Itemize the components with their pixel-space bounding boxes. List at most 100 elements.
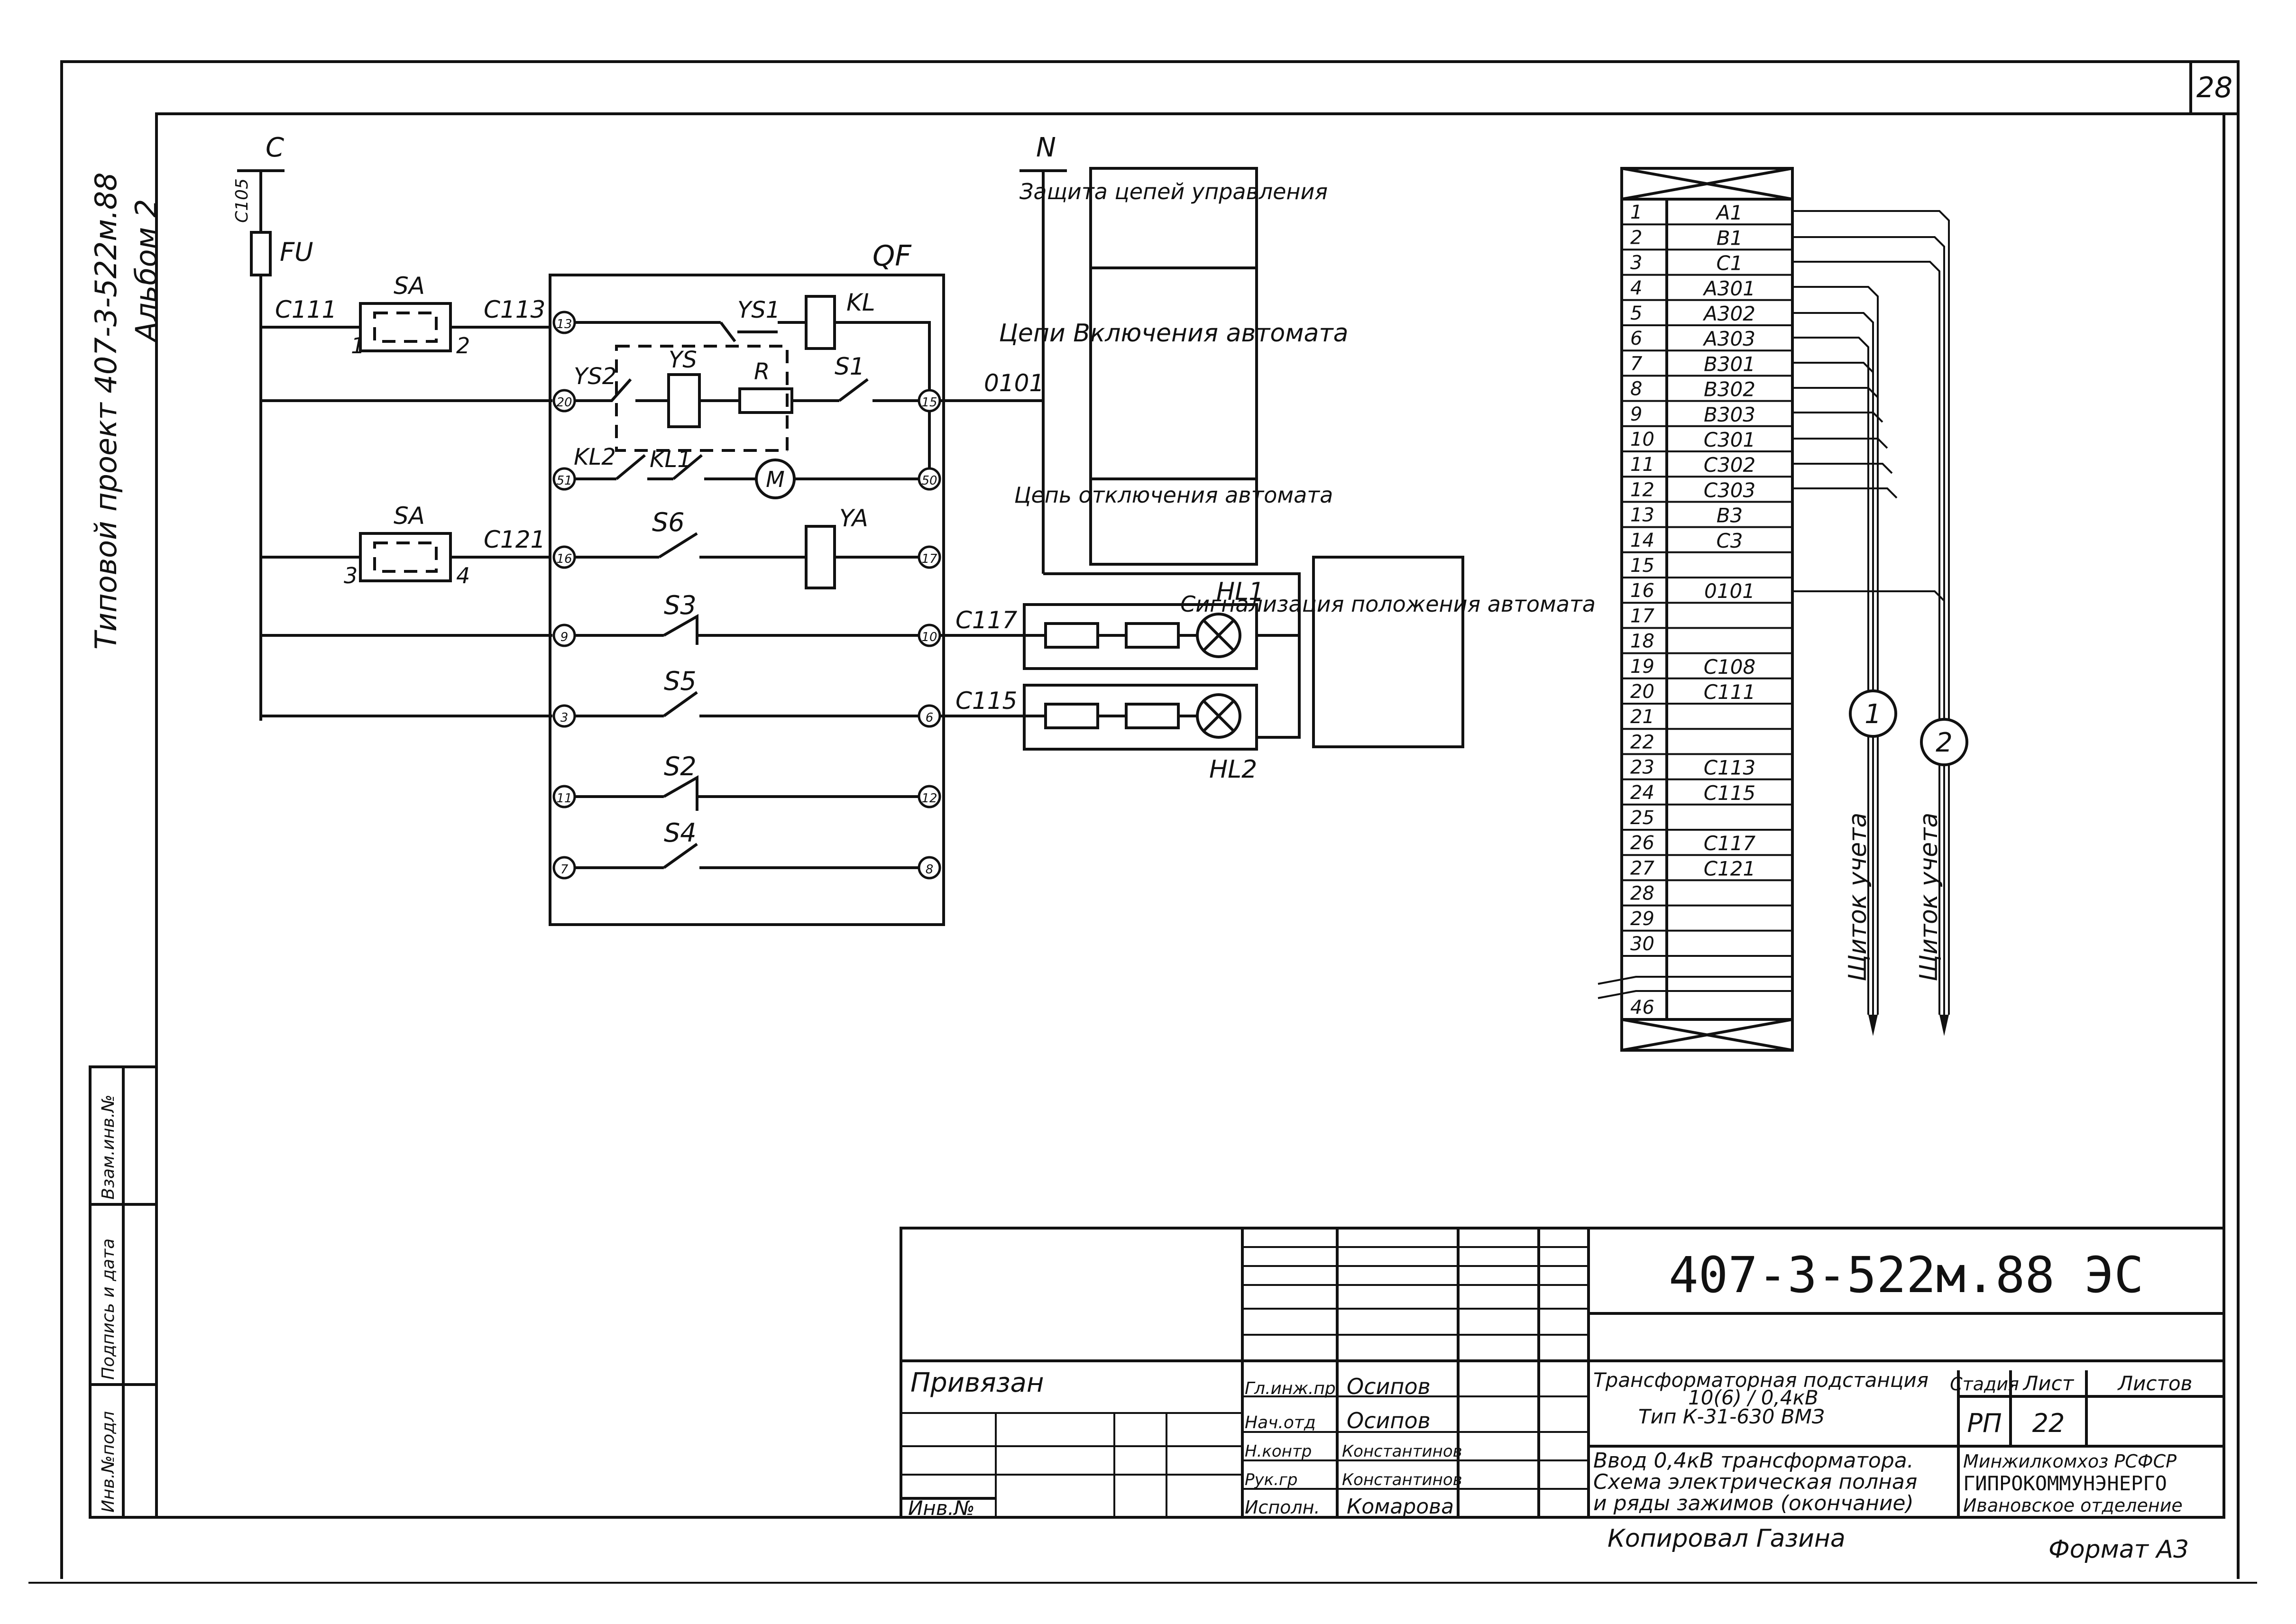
s1-label: S1	[835, 353, 865, 380]
svg-text:7: 7	[560, 862, 569, 877]
svg-text:12: 12	[921, 791, 937, 806]
svg-text:10: 10	[921, 630, 937, 644]
terminal-wire-label: С301	[1704, 428, 1756, 451]
wire-c111-label: С111	[275, 296, 337, 323]
sheets-header: Листов	[2117, 1372, 2193, 1395]
terminal-number: 9	[1630, 404, 1642, 425]
terminal-number: 11	[1630, 454, 1654, 476]
terminal-number: 25	[1630, 807, 1654, 829]
sheet-title-line3: и ряды зажимов (окончание)	[1593, 1491, 1914, 1515]
side-title-line1: Типовой проект 407-3-522м.88	[89, 172, 123, 650]
terminal-number: 17	[1630, 605, 1654, 627]
terminal-number: 12	[1630, 479, 1654, 501]
stage-header: Стадия	[1950, 1374, 2019, 1395]
terminal-number: 26	[1630, 832, 1654, 854]
svg-text:16: 16	[556, 552, 572, 566]
coil-kl	[805, 295, 836, 350]
s6-label: S6	[652, 507, 685, 537]
inv-no-label: Инв.№	[908, 1496, 975, 1520]
terminal-number: 15	[1630, 555, 1654, 577]
terminal-number: 23	[1630, 757, 1654, 779]
svg-text:50: 50	[921, 474, 937, 488]
svg-text:51: 51	[556, 474, 572, 488]
sa-top-pin1: 1	[351, 333, 365, 358]
terminal-wire-label: В301	[1704, 352, 1755, 376]
terminal-wire-label: С303	[1704, 478, 1756, 502]
terminal-number: 21	[1630, 706, 1654, 728]
terminal-number: 30	[1630, 933, 1654, 955]
svg-text:13: 13	[556, 317, 572, 331]
m-label: M	[766, 467, 785, 492]
svg-text:Гл.инж.пр: Гл.инж.пр	[1245, 1379, 1336, 1398]
terminal-wire-label: С117	[1704, 832, 1756, 855]
sa-bottom-pin4: 4	[456, 563, 470, 588]
terminal-wire-label: А301	[1702, 277, 1755, 300]
wire-c105-label: С105	[232, 178, 252, 223]
doc-code: 407-3-522м.88 ЭС	[1669, 1246, 2144, 1304]
s2-label: S2	[664, 752, 697, 781]
terminal-wire-label: А303	[1702, 327, 1755, 350]
terminal-wire-label: С1	[1716, 252, 1743, 275]
terminal-wiring	[1792, 210, 1968, 1036]
stage-value: РП	[1967, 1408, 2002, 1438]
svg-text:17: 17	[921, 552, 937, 566]
format-label: Формат А3	[2048, 1535, 2189, 1564]
ys1-label: YS1	[737, 297, 780, 323]
s3-label: S3	[664, 590, 697, 620]
stamp-inv-cell: Инв.№подл	[99, 1411, 118, 1513]
qf-label: QF	[872, 239, 912, 273]
terminal-number: 24	[1630, 782, 1654, 804]
legend-closing: Цепи Включения автомата	[999, 319, 1349, 348]
svg-text:15: 15	[921, 395, 937, 410]
qf-terminal-numbers: 13 20 51 16 9 3 11 7 15 50 17 10 6 12 8	[556, 317, 937, 877]
fuse-label: FU	[280, 237, 313, 267]
side-title-line2: Альбом 2	[129, 199, 164, 344]
ya-label: YA	[839, 505, 868, 532]
terminal-number: 22	[1630, 731, 1654, 753]
svg-text:20: 20	[556, 395, 572, 410]
terminal-wire-label: В303	[1704, 403, 1755, 426]
org-line1: Минжилкомхоз РСФСР	[1963, 1451, 2177, 1472]
svg-text:Исполн.: Исполн.	[1245, 1497, 1320, 1518]
r-label: R	[754, 358, 770, 385]
copied-by: Копировал Газина	[1607, 1524, 1846, 1553]
sheet-header: Лист	[2022, 1372, 2075, 1395]
legend-signalling: Сигнализация положения автомата	[1180, 591, 1596, 617]
kl1-label: KL1	[650, 446, 692, 473]
org-line3: Ивановское отделение	[1963, 1495, 2183, 1516]
wire-c121-label: С121	[484, 526, 545, 553]
coil-ya	[805, 525, 836, 589]
fuse-fu	[250, 231, 272, 276]
svg-text:Н.контр: Н.контр	[1245, 1442, 1312, 1461]
sa-top-label: SA	[394, 272, 425, 300]
svg-text:9: 9	[560, 630, 569, 644]
cabinet-marker-2-label: 2	[1936, 727, 1953, 758]
svg-text:8: 8	[926, 862, 934, 877]
terminal-number: 16	[1630, 580, 1654, 602]
terminal-wire-label: С3	[1716, 529, 1743, 552]
terminal-wire-label: В3	[1717, 504, 1743, 527]
hl1-label: HL1	[1216, 578, 1264, 606]
svg-text:Рук.гр: Рук.гр	[1245, 1470, 1297, 1489]
ys2-label: YS2	[574, 363, 616, 390]
object-line1: Трансформаторная подстанция	[1593, 1368, 1929, 1392]
terminal-wire-label: С113	[1704, 756, 1756, 780]
stamp-signature-cell: Подпись и дата	[99, 1239, 118, 1380]
terminal-wire-label: А1	[1715, 201, 1743, 224]
svg-text:Осипов: Осипов	[1347, 1374, 1431, 1399]
svg-text:11: 11	[556, 791, 572, 806]
breaker-qf-box	[549, 274, 945, 926]
approval-roles: Гл.инж.пр Осипов Нач.отд Осипов Н.контр …	[1245, 1374, 1462, 1519]
svg-text:Осипов: Осипов	[1347, 1408, 1431, 1433]
wire-c117-label: С117	[955, 606, 1018, 634]
terminal-number: 19	[1630, 656, 1654, 678]
svg-text:Комарова: Комарова	[1347, 1495, 1454, 1519]
terminal-wire-label: С121	[1704, 857, 1756, 880]
s4-label: S4	[664, 818, 697, 848]
terminal-number: 46	[1630, 997, 1654, 1018]
sheet-value: 22	[2032, 1408, 2065, 1438]
cabinet-1-label: Щиток учета	[1844, 813, 1872, 982]
kl-label: KL	[846, 289, 875, 316]
control-schematic	[237, 169, 1301, 926]
